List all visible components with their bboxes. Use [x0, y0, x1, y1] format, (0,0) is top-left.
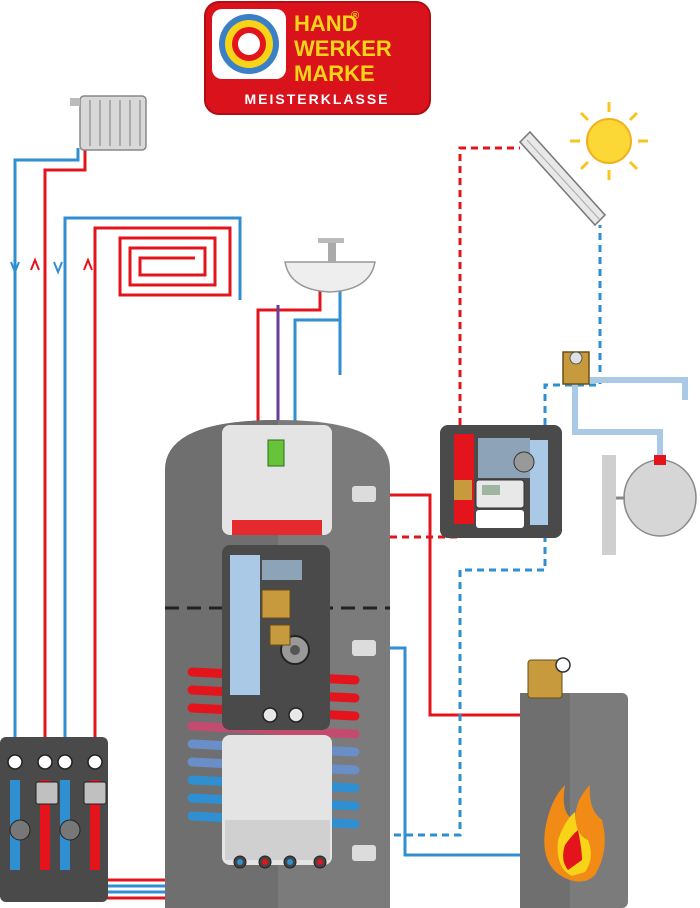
- underfloor-heating-icon: [115, 225, 235, 300]
- sun-icon: [570, 102, 648, 180]
- brand-logo: HAND ® WERKER MARKE MEISTERKLASSE: [204, 1, 431, 115]
- heating-circuit-panel: [0, 737, 108, 902]
- solar-station-panel: [440, 425, 562, 538]
- logo-registered-mark: ®: [351, 10, 359, 22]
- radiator-icon: [70, 95, 147, 151]
- pump-icon: [280, 635, 310, 665]
- fresh-water-station: [222, 439, 330, 730]
- mixing-valve: [562, 351, 590, 385]
- wash-basin-icon: [284, 238, 376, 293]
- pressure-gauge-icon: [555, 657, 571, 673]
- logo-line-1: HAND: [294, 11, 358, 36]
- boiler-icon: [520, 657, 628, 908]
- logo-line-3: MARKE: [294, 61, 375, 86]
- solar-collector-icon: [518, 130, 607, 227]
- logo-line-2: WERKER: [294, 36, 392, 61]
- flow-arrows: [10, 257, 93, 275]
- logo-tagline: MEISTERKLASSE: [244, 91, 389, 107]
- flame-icon: [544, 785, 605, 882]
- expansion-vessel-icon: [602, 455, 697, 555]
